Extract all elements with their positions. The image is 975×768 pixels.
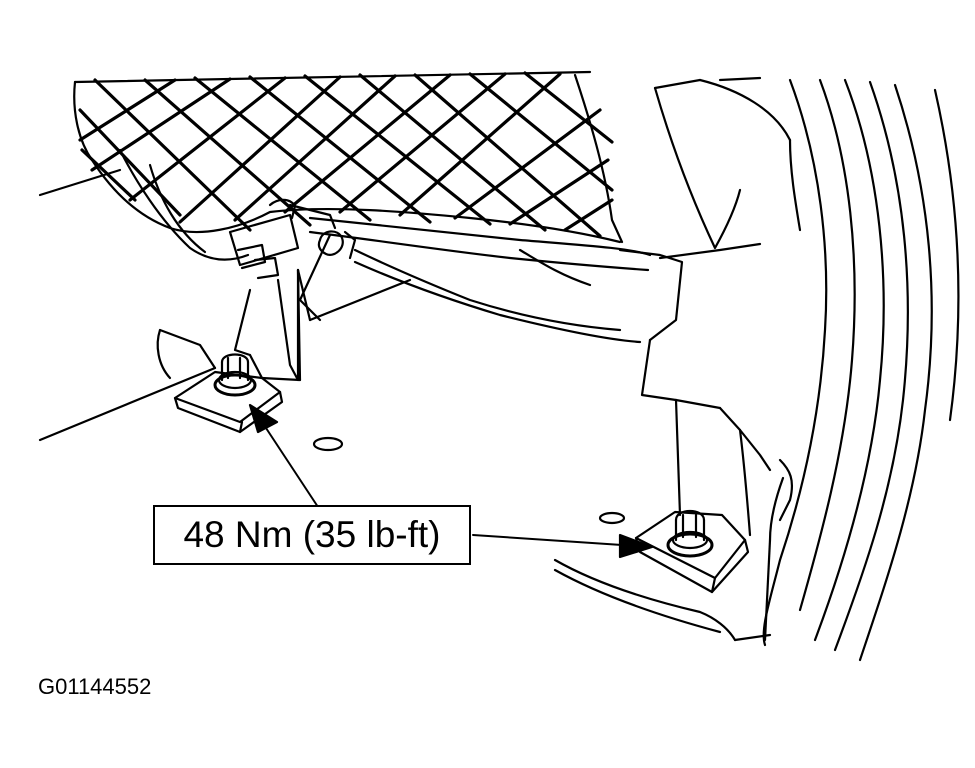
b-pillar-trim <box>762 78 960 662</box>
figure-id-label: G01144552 <box>38 674 152 699</box>
seat-frame <box>38 76 802 402</box>
cargo-net <box>73 70 624 244</box>
rear-bolt-arrowhead <box>618 533 654 559</box>
floor-pan <box>38 268 772 642</box>
front-bolt-arrowhead <box>248 403 279 434</box>
torque-spec-callout: 48 Nm (35 lb-ft) <box>153 505 471 565</box>
leader-arrows <box>248 403 654 559</box>
rear-seat-bolt <box>634 509 750 594</box>
